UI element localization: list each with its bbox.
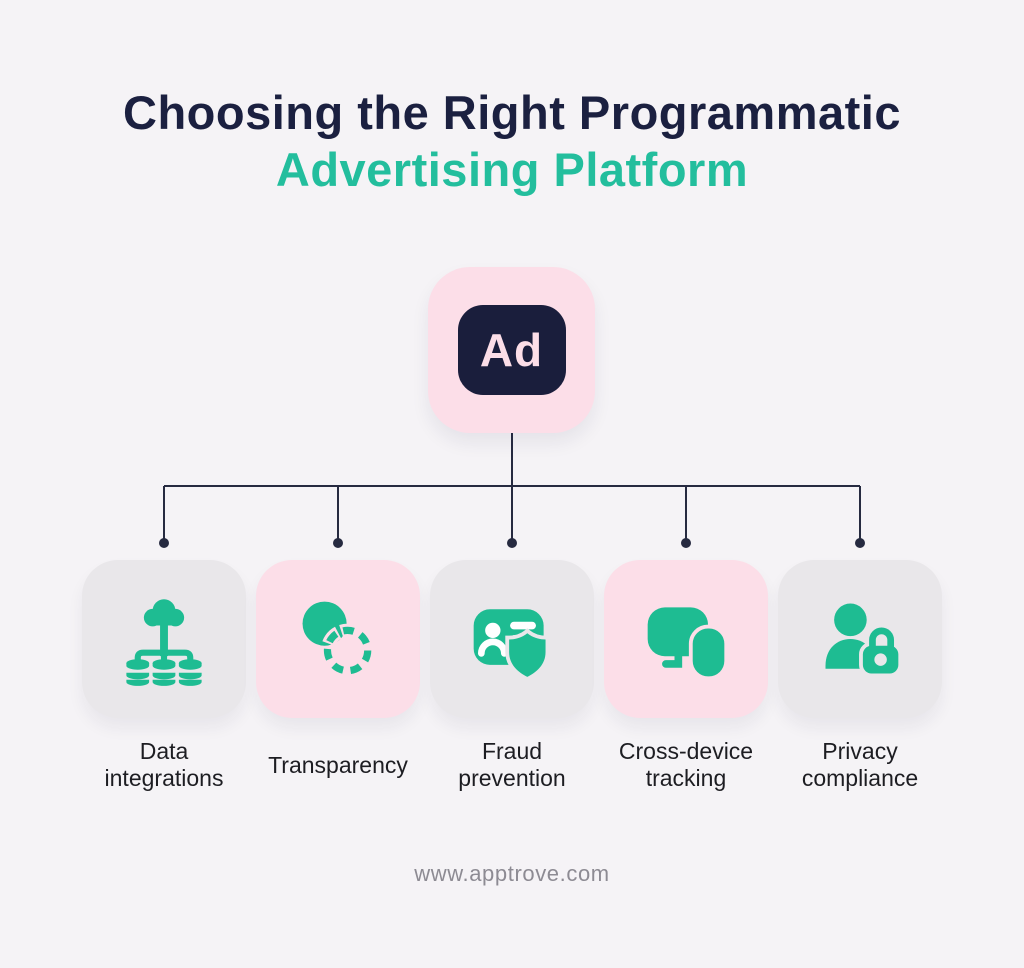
node-cross-device-tracking: Cross-device tracking bbox=[604, 560, 768, 794]
node-label-cross-device-tracking: Cross-device tracking bbox=[618, 738, 754, 791]
footer-url: www.apptrove.com bbox=[414, 861, 610, 886]
node-privacy-compliance: Privacy compliance bbox=[778, 560, 942, 794]
title-line-2: Advertising Platform bbox=[275, 143, 749, 197]
node-card-fraud-prevention bbox=[430, 560, 594, 718]
node-transparency: Transparency bbox=[256, 560, 420, 794]
privacy-compliance-icon bbox=[825, 603, 903, 678]
data-integrations-icon bbox=[126, 598, 202, 686]
cards-row: Data integrations Transparency bbox=[0, 560, 1024, 794]
node-fraud-prevention: Fraud prevention bbox=[430, 560, 594, 794]
fraud-prevention-icon bbox=[473, 609, 550, 682]
node-label-privacy-compliance: Privacy compliance bbox=[801, 738, 919, 791]
node-card-transparency bbox=[256, 560, 420, 718]
ad-badge-label: Ad bbox=[479, 324, 544, 376]
page-title: Choosing the Right Programmatic Advertis… bbox=[0, 84, 1024, 199]
ad-badge: Ad bbox=[457, 305, 566, 395]
title-line-1: Choosing the Right Programmatic bbox=[123, 86, 901, 139]
node-card-data-integrations bbox=[82, 560, 246, 718]
cross-device-tracking-icon bbox=[647, 607, 729, 681]
ad-root-node: Ad bbox=[428, 267, 595, 433]
transparency-icon bbox=[302, 601, 375, 678]
node-label-fraud-prevention: Fraud prevention bbox=[458, 738, 566, 791]
node-card-privacy-compliance bbox=[778, 560, 942, 718]
node-label-transparency: Transparency bbox=[268, 751, 408, 778]
node-card-cross-device-tracking bbox=[604, 560, 768, 718]
node-data-integrations: Data integrations bbox=[82, 560, 246, 794]
node-label-data-integrations: Data integrations bbox=[104, 738, 224, 791]
